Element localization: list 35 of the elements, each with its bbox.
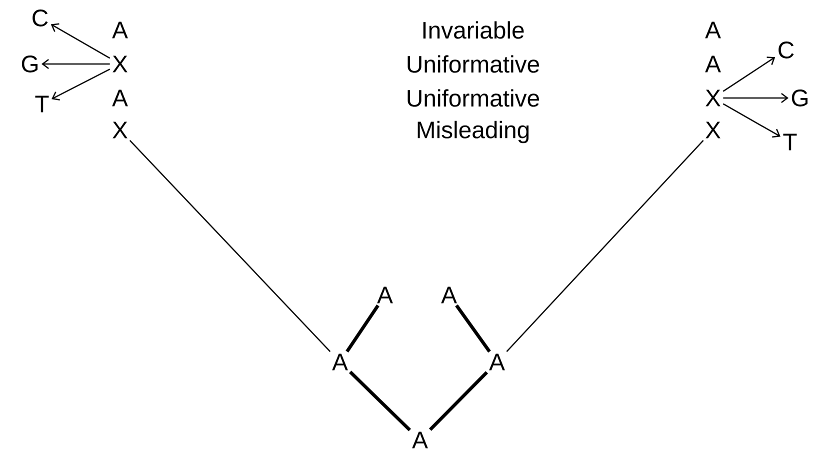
base-letter: G — [792, 90, 808, 106]
arrow — [50, 23, 110, 59]
arrow — [52, 68, 110, 101]
base-letter: A — [377, 286, 393, 304]
branch-line — [348, 370, 412, 432]
branch-line — [506, 140, 704, 352]
base-letter: A — [489, 354, 505, 370]
branch-line — [428, 371, 488, 431]
branch-line — [129, 140, 331, 352]
branch-line — [455, 304, 491, 353]
base-letter: X — [706, 122, 720, 138]
arrow — [42, 58, 110, 70]
base-letter: A — [705, 22, 721, 38]
base-letter: X — [706, 90, 720, 106]
site-label: Uniformative — [408, 55, 540, 73]
base-letter: A — [412, 432, 428, 448]
base-letter: A — [441, 286, 457, 304]
site-label: Invariable — [423, 21, 524, 39]
arrow — [722, 103, 780, 138]
base-letter: A — [112, 90, 128, 106]
base-letter: T — [35, 96, 49, 112]
arrow — [722, 56, 776, 92]
base-letter: A — [112, 22, 128, 38]
arrow — [723, 92, 788, 104]
base-letter: X — [112, 122, 128, 138]
base-letter: C — [32, 10, 48, 26]
base-letter: G — [22, 56, 38, 72]
site-label: Uniformative — [408, 89, 540, 107]
base-letter: X — [112, 56, 128, 72]
base-letter: C — [778, 42, 794, 58]
base-letter: A — [332, 354, 348, 370]
base-letter: A — [705, 56, 721, 72]
base-letter: T — [783, 134, 797, 150]
site-label: Misleading — [418, 120, 529, 144]
branch-line — [346, 304, 380, 353]
